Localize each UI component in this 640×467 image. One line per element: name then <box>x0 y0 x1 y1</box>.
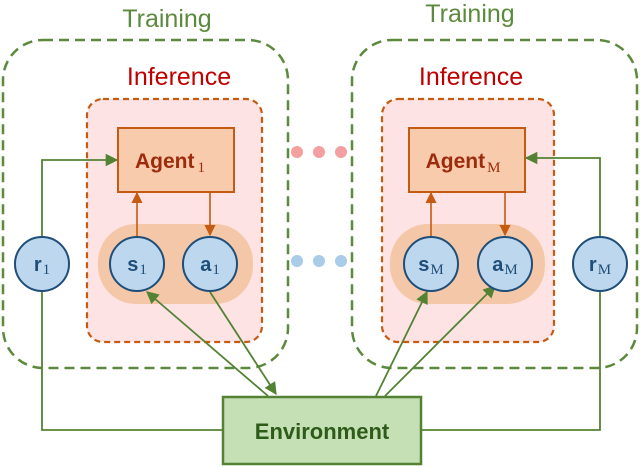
arrow-env-to-action-right <box>384 285 496 397</box>
state-node-left <box>109 236 165 292</box>
reward-to-agent-right <box>524 151 601 236</box>
agent-box-right <box>408 127 526 193</box>
action-node-left <box>182 236 238 292</box>
reward-node-left <box>14 236 70 292</box>
reward-path-left <box>41 292 222 431</box>
ellipsis-nodes <box>291 255 347 267</box>
arrow-env-to-state-left <box>146 291 269 397</box>
arrow-action-to-env-left <box>209 291 277 396</box>
training-label-left: Training <box>122 5 211 33</box>
action-label-right: aM <box>492 254 517 278</box>
inference-label-right: Inference <box>419 63 523 91</box>
reward-label-left: r1 <box>34 254 50 278</box>
inference-label-left: Inference <box>127 63 231 91</box>
state-node-right <box>403 236 459 292</box>
training-box-right <box>350 38 639 370</box>
reward-label-right: rM <box>589 254 611 278</box>
action-label-left: a1 <box>200 254 220 278</box>
reward-node-right <box>572 236 628 292</box>
action-node-right <box>477 236 533 292</box>
state-label-left: s1 <box>127 254 147 278</box>
reward-to-agent-left <box>41 153 119 236</box>
ellipsis-agents <box>291 146 347 158</box>
arrow-state-to-env-right <box>375 290 428 397</box>
state-label-right: sM <box>418 254 443 278</box>
agent-box-left <box>117 127 235 193</box>
environment-label: Environment <box>255 419 390 444</box>
environment-box <box>221 395 423 466</box>
reward-path-right <box>422 292 601 431</box>
training-label-right: Training <box>425 0 514 28</box>
training-box-left <box>1 38 290 370</box>
